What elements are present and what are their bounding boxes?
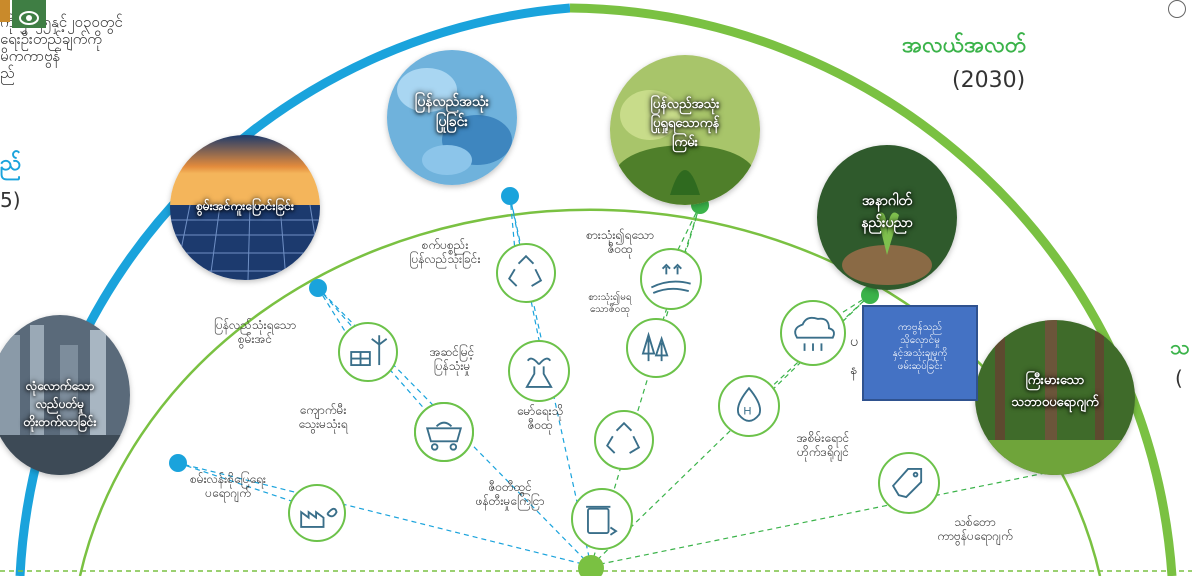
photo-circulation: လုံလောက်သော လည်ပတ်မှု တိုးတက်လာခြင်း [0, 315, 130, 475]
co2-side-fragment-2: န [850, 362, 858, 378]
hydrogen-icon: H [737, 386, 761, 422]
photo-renewable-materials: ပြန်လည်အသုံး ပြုရှုရသောကုန် ကြမ်း [610, 55, 760, 205]
left-year-fragment: 5) [0, 188, 21, 212]
recycle-leaf-icon [606, 421, 641, 454]
photo-natural-project: ကြီးမားသော သဘာဝပရောဂျက် [975, 320, 1135, 475]
carbon-tag-icon [891, 468, 923, 499]
recycle-bin-icon [586, 505, 618, 536]
sdg-logo-orange [0, 0, 10, 22]
label-green-hydrogen: အစိမ်းရောင် ဟိုက်ဒရိုဂျင် [796, 431, 850, 459]
sdg-logo-green [12, 0, 46, 28]
label-bio-innovation: ဇီဝတီထွင် ဖန်တီးမှုကြေငြာ [475, 480, 545, 508]
label-biochemistry: မော်ရေးသို ဇီဝထု [516, 404, 564, 432]
label-renewable-energy: ပြန်လည်သုံးရသော စွမ်းအင် [213, 318, 297, 346]
left-blue-fragment: ည် [0, 151, 22, 176]
biochemistry-flask-icon [525, 357, 553, 388]
photo-reuse: ပြန်လည်အသုံး ပြုခြင်း [387, 50, 517, 185]
svg-text:H: H [743, 405, 751, 417]
ring-renewable-energy [338, 322, 398, 382]
photo-circulation-label: လုံလောက်သော လည်ပတ်မှု တိုးတက်လာခြင်း [23, 379, 97, 429]
photo-reuse-label: ပြန်လည်အသုံး ပြုခြင်း [414, 94, 490, 130]
target-title: အလယ်အလတ် [902, 33, 1027, 58]
label-coal-free: ကျောက်မီး သွေးမသုံးရ [298, 403, 348, 431]
node-center [578, 555, 604, 576]
right-fragment-1: သ [1170, 335, 1190, 359]
label-forest-carbon: သစ်တော ကာဗွန်ပရောဂျက် [937, 515, 1013, 543]
ring-biochemistry [508, 340, 570, 402]
label-nonedible-biomass: စားသုံး၍မရ သောဇီဝထု [588, 292, 632, 315]
farmland-icon [650, 263, 691, 294]
green-factory-icon [300, 507, 338, 528]
label-edible-biomass: စားသုံး၍ရသော ဇီဝထု [586, 228, 654, 256]
ring-co2-capture [780, 300, 846, 366]
right-fragment-2: ( [1175, 366, 1183, 390]
photo-renewable-materials-label: ပြန်လည်အသုံး ပြုရှုရသောကုန် ကြမ်း [650, 97, 720, 150]
photo-energy-transition-label: စွမ်းအင်ကူးပြောင်းခြင်း [196, 199, 294, 213]
ring-recycle-bin [571, 488, 633, 550]
label-advanced-recycle: အဆင်မြင့် ပြန်သုံးမှု [429, 345, 475, 373]
photo-energy-transition: စွမ်းအင်ကူးပြောင်းခြင်း [170, 135, 320, 280]
callout-ccus: ကာဗွန်သည် သိုလှောင်မှု နှင့်အသုံးချမှုကိ… [862, 305, 978, 401]
forest-icon [641, 331, 669, 362]
ring-carbon-tag [878, 452, 940, 514]
outer-arc-green [569, 3, 1177, 576]
node-blue-1 [169, 454, 187, 472]
node-blue-3 [501, 187, 519, 205]
solar-wind-icon [350, 335, 388, 366]
ring-edible-biomass [640, 248, 702, 310]
co2-side-fragment: ပ [850, 334, 858, 350]
photo-future-tech: အနာဂါတ် နည်းပညာ [817, 145, 957, 290]
ring-green-hydrogen: H [718, 375, 780, 437]
label-machine-recycle: စက်ပစ္စည်း ပြန်လည်သုံးခြင်း [409, 238, 481, 266]
label-green-project: စမ်းလန်းစိုပြေရေး ပရောဂျက် [190, 472, 266, 500]
ring-recycle-leaf [594, 410, 654, 470]
photo-natural-project-label: ကြီးမားသော သဘာဝပရောဂျက် [1011, 373, 1099, 410]
ring-nonedible-biomass [626, 318, 686, 378]
recycle-icon [508, 254, 543, 287]
co2-cloud-icon [794, 316, 835, 351]
top-right-circle-icon [1168, 0, 1186, 18]
photo-future-tech-label: အနာဂါတ် နည်းပညာ [861, 193, 913, 231]
ring-green-factory [288, 484, 346, 542]
ring-coal-free [414, 402, 474, 462]
target-year: (2030) [952, 68, 1026, 93]
coal-cart-icon [425, 421, 463, 451]
node-blue-2 [309, 279, 327, 297]
node-green-2 [861, 286, 879, 304]
ring-machine-recycle [496, 243, 556, 303]
